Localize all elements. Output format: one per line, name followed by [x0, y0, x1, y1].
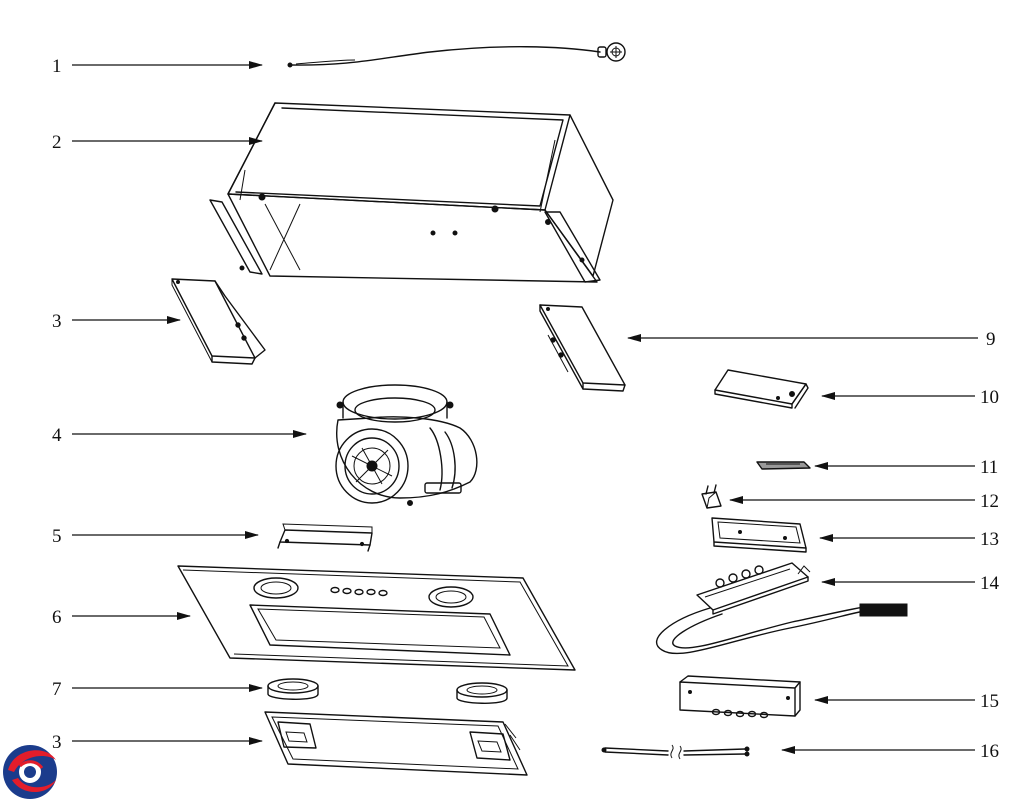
small-plate-part — [756, 461, 811, 470]
label-13: 13 — [980, 529, 999, 550]
label-8-group: 3 — [52, 732, 263, 753]
label-9-group: 9 — [627, 329, 996, 350]
lamp-rings-part — [267, 678, 508, 704]
left-bracket-part — [171, 278, 266, 365]
control-box-tray-part — [711, 517, 807, 553]
right-bracket-part — [539, 304, 626, 392]
label-11-group: 11 — [814, 457, 998, 478]
label-5-group: 5 — [52, 526, 259, 547]
blower-motor-part — [335, 384, 478, 506]
cover-part — [714, 369, 809, 409]
label-7-group: 7 — [52, 679, 263, 700]
label-13-group: 13 — [819, 529, 999, 550]
label-8: 3 — [52, 732, 62, 753]
label-3-group: 3 — [52, 311, 181, 332]
label-5: 5 — [52, 526, 62, 547]
switch-part — [701, 484, 722, 509]
front-panel-part — [177, 565, 576, 671]
label-9: 9 — [986, 329, 996, 350]
support-bar-part — [277, 523, 373, 552]
wire-part — [601, 744, 750, 760]
label-1: 1 — [52, 56, 62, 77]
label-12: 12 — [980, 491, 999, 512]
label-16: 16 — [980, 741, 999, 762]
label-6: 6 — [52, 607, 62, 628]
label-10: 10 — [980, 387, 999, 408]
label-6-group: 6 — [52, 607, 191, 628]
hood-body-part — [209, 102, 614, 283]
label-16-group: 16 — [781, 741, 999, 762]
power-cord-part — [287, 42, 626, 68]
brand-logo — [3, 745, 57, 799]
grease-filter-part — [264, 711, 528, 776]
label-2: 2 — [52, 132, 62, 153]
label-12-group: 12 — [729, 491, 999, 512]
label-4-group: 4 — [52, 425, 307, 446]
label-15: 15 — [980, 691, 999, 712]
label-4: 4 — [52, 425, 62, 446]
label-1-group: 1 — [52, 56, 263, 77]
label-10-group: 10 — [821, 387, 999, 408]
label-14: 14 — [980, 573, 1000, 594]
label-3: 3 — [52, 311, 62, 332]
control-board-and-duct-part — [655, 562, 908, 655]
label-14-group: 14 — [821, 573, 1000, 594]
label-2-group: 2 — [52, 132, 263, 153]
label-7: 7 — [52, 679, 62, 700]
label-15-group: 15 — [814, 691, 999, 712]
label-11: 11 — [980, 457, 998, 478]
control-box-part — [679, 675, 801, 719]
